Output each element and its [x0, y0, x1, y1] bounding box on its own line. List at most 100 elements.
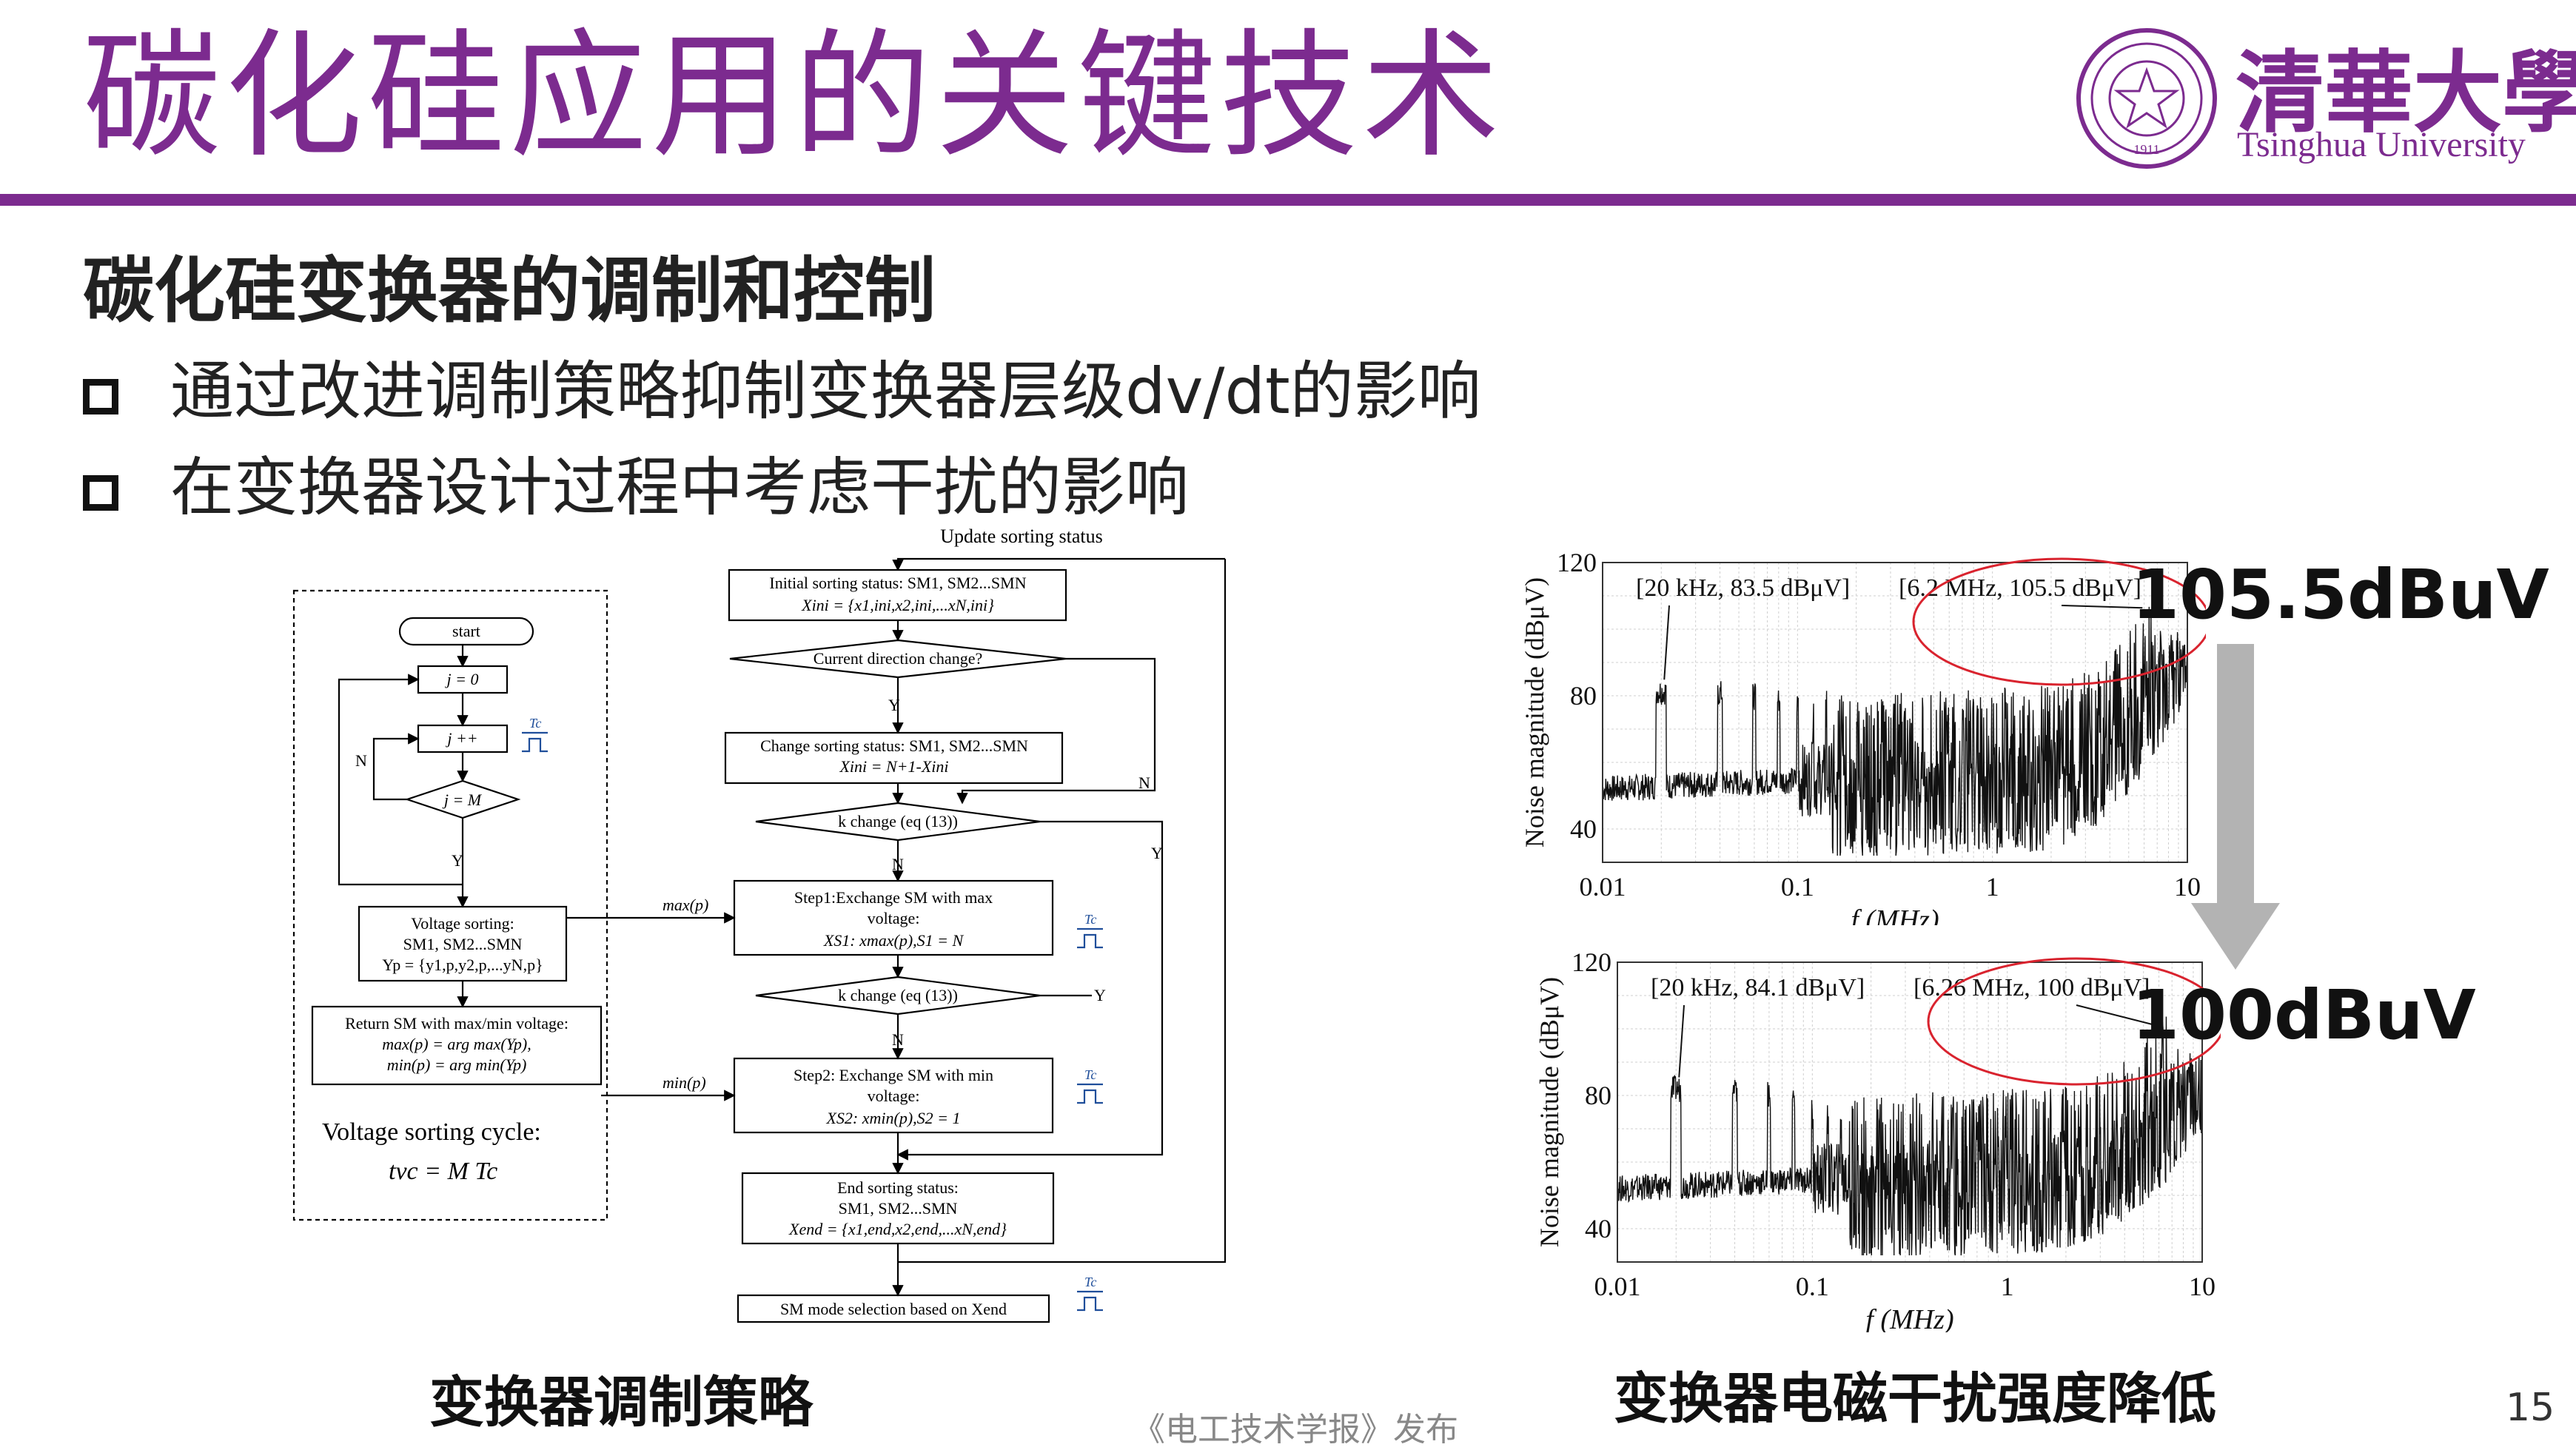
flow-text: Step1:Exchange SM with max	[794, 888, 993, 907]
arrow-down-icon	[2191, 644, 2280, 970]
x-tick-label: 0.1	[1781, 872, 1814, 902]
flow-yes: Y	[888, 696, 900, 714]
flow-text: Voltage sorting:	[411, 914, 514, 933]
flow-text: Xini = N+1-Xini	[839, 757, 948, 776]
peak-annotation: [20 kHz, 84.1 dBμV]	[1651, 974, 1865, 1001]
clock-pulse-icon	[1077, 1083, 1103, 1104]
highlight-ellipse	[1927, 957, 2221, 1086]
flow-text: XS1: xmax(p),S1 = N	[823, 931, 965, 950]
flow-minp: min(p)	[663, 1073, 706, 1092]
highlight-ellipse	[1912, 557, 2206, 686]
flow-no: N	[1138, 773, 1150, 792]
clock-label: Tc	[529, 716, 541, 731]
flow-no: N	[892, 1030, 904, 1049]
plot-frame	[1602, 562, 2188, 863]
flow-text: Change sorting status: SM1, SM2...SMN	[760, 736, 1028, 755]
title-divider	[0, 194, 2576, 206]
x-tick-label: 1	[1986, 872, 1999, 902]
checkbox-bullet-icon	[83, 475, 118, 511]
y-tick-label: 40	[1585, 1214, 1611, 1243]
university-logo: 1911 清華大學 Tsinghua University	[2073, 21, 2576, 176]
logo-name-cn: 清華大學	[2235, 41, 2576, 145]
logo-name-en: Tsinghua University	[2237, 125, 2526, 164]
y-tick-label: 80	[1585, 1081, 1611, 1110]
flow-no: N	[355, 751, 367, 770]
bullet-item: 在变换器设计过程中考虑干扰的影响	[83, 435, 1189, 528]
flow-yes: Y	[1151, 844, 1163, 862]
flow-maxp: max(p)	[663, 896, 708, 914]
annotation-arrow	[2076, 1004, 2159, 1027]
x-tick-label: 0.1	[1796, 1272, 1829, 1301]
x-axis-label: f (MHz)	[1865, 1304, 1953, 1332]
x-axis-label: f (MHz)	[1851, 904, 1939, 925]
x-tick-label: 0.01	[1594, 1272, 1641, 1301]
flow-text: voltage:	[868, 909, 920, 927]
flow-text: SM1, SM2...SMN	[839, 1199, 958, 1218]
flow-jM: j = M	[442, 791, 483, 809]
bullet-text: 通过改进调制策略抑制变换器层级dv/dt的影响	[170, 355, 1481, 429]
checkbox-bullet-icon	[83, 379, 118, 414]
flow-yes: Y	[1094, 986, 1106, 1004]
annotation-arrow	[1678, 1004, 1685, 1078]
plot-frame	[1617, 961, 2203, 1263]
caption-emi: 变换器电磁干扰强度降低	[1614, 1367, 2216, 1431]
flow-text: max(p) = arg max(Yp),	[382, 1035, 531, 1053]
flow-text: voltage:	[868, 1087, 920, 1105]
clock-pulse-icon	[1077, 1290, 1103, 1312]
y-tick-label: 120	[1572, 947, 1611, 977]
cycle-formula: tvc = M Tc	[389, 1158, 497, 1185]
x-tick-label: 10	[2189, 1272, 2216, 1301]
emi-before-label: 105.5dBuV	[2132, 555, 2549, 634]
flow-text: Update sorting status	[940, 526, 1103, 547]
y-axis-label: Noise magnitude (dBμV)	[1520, 577, 1549, 847]
emi-after-label: 100dBuV	[2132, 976, 2476, 1055]
page-number: 15	[2506, 1386, 2555, 1430]
flow-text: Yp = {y1,p,y2,p,...yN,p}	[382, 956, 543, 974]
flow-start: start	[452, 622, 480, 640]
peak-annotation: [6.2 MHz, 105.5 dBμV]	[1899, 574, 2141, 602]
tsinghua-seal-icon: 1911	[2076, 28, 2217, 169]
spectrum-trace	[1602, 606, 2188, 856]
flow-text: k change (eq (13))	[838, 812, 958, 830]
flow-text: Initial sorting status: SM1, SM2...SMN	[769, 574, 1026, 592]
clock-label: Tc	[1084, 1275, 1096, 1289]
flow-yes: Y	[452, 851, 463, 870]
y-tick-label: 120	[1557, 548, 1597, 577]
flow-text: k change (eq (13))	[838, 986, 958, 1004]
flow-jpp: j ++	[445, 729, 477, 748]
spectrum-trace	[1617, 1016, 2203, 1256]
clock-label: Tc	[1084, 1067, 1096, 1082]
sorting-panel	[292, 589, 608, 1221]
flow-no: N	[892, 855, 904, 873]
bullet-item: 通过改进调制策略抑制变换器层级dv/dt的影响	[83, 339, 1481, 432]
flow-text: SM mode selection based on Xend	[780, 1300, 1007, 1318]
x-tick-label: 1	[2001, 1272, 2014, 1301]
emi-spectrum-chart-before: 0.01 0.1 1 10 40 80 120 f (MHz) Noise magnitude …	[1520, 548, 2206, 925]
x-tick-label: 10	[2174, 872, 2201, 902]
seal-year: 1911	[2133, 142, 2159, 157]
emi-spectrum-chart-after: 0.01 0.1 1 10 40 80 120 f (MHz) Noise magnitude …	[1534, 947, 2221, 1332]
clock-pulse-icon	[522, 731, 548, 753]
flow-text: Xend = {x1,end,x2,end,...xN,end}	[788, 1220, 1007, 1238]
flow-text: Return SM with max/min voltage:	[345, 1014, 568, 1033]
x-tick-label: 0.01	[1580, 872, 1626, 902]
flow-text: Step2: Exchange SM with min	[794, 1066, 993, 1084]
flow-text: XS2: xmin(p),S2 = 1	[825, 1109, 960, 1127]
annotation-arrow	[1663, 605, 1670, 680]
flow-text: SM1, SM2...SMN	[403, 935, 523, 953]
flow-j0: j = 0	[445, 670, 479, 688]
peak-annotation: [20 kHz, 83.5 dBμV]	[1636, 574, 1850, 602]
cycle-label: Voltage sorting cycle:	[322, 1118, 541, 1146]
y-tick-label: 40	[1570, 814, 1597, 844]
flow-text: Xini = {x1,ini,x2,ini,...xN,ini}	[801, 596, 994, 614]
peak-annotation: [6.26 MHz, 100 dBμV]	[1913, 974, 2150, 1001]
flow-text: End sorting status:	[837, 1178, 959, 1197]
source-note: 《电工技术学报》发布	[1133, 1411, 1458, 1449]
section-heading: 碳化硅变换器的调制和控制	[83, 249, 936, 332]
clock-pulse-icon	[1077, 927, 1103, 949]
bullet-text: 在变换器设计过程中考虑干扰的影响	[170, 451, 1189, 525]
modulation-flowchart: start j = 0 j ++ j = M N Y Voltage sorti…	[292, 526, 1227, 1323]
flow-text: Current direction change?	[814, 649, 982, 668]
y-axis-label: Noise magnitude (dBμV)	[1534, 977, 1564, 1247]
y-tick-label: 80	[1570, 681, 1597, 711]
